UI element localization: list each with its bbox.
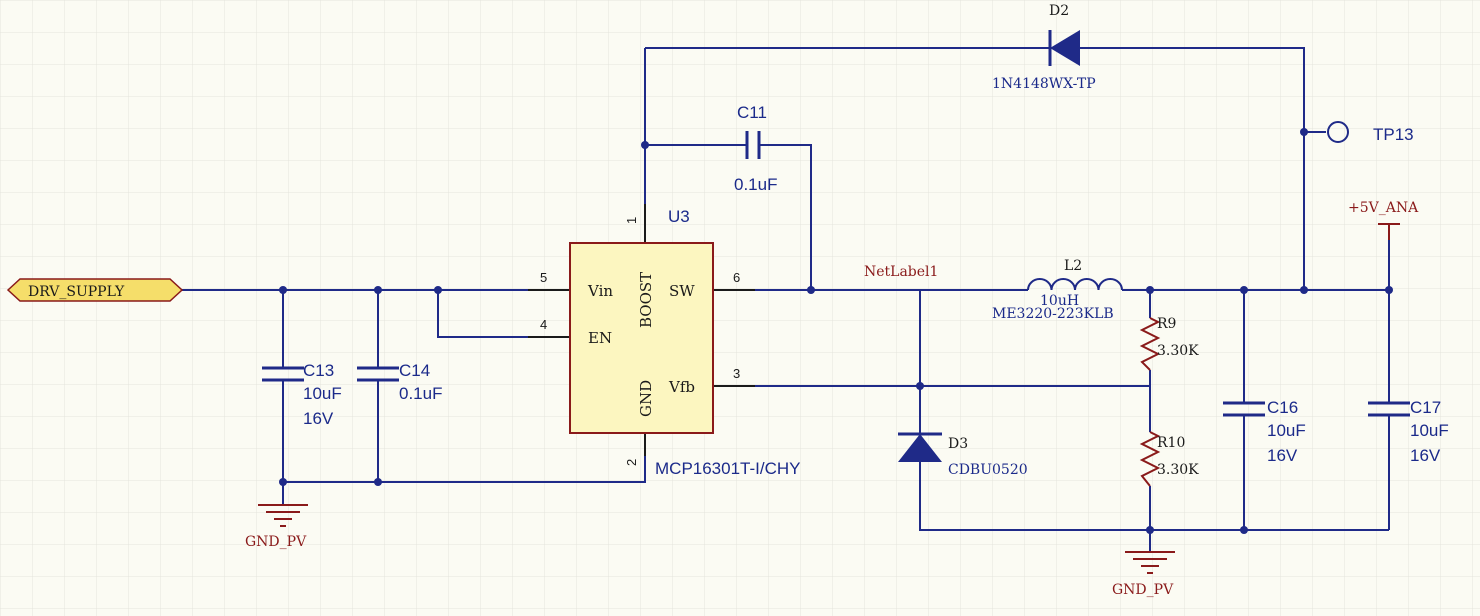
- c17-component[interactable]: C17 10uF 16V: [1368, 398, 1449, 465]
- gnd-right-label: GND_PV: [1112, 582, 1174, 598]
- c16-value: 10uF: [1267, 421, 1306, 440]
- c11-value: 0.1uF: [734, 175, 777, 194]
- u3-designator: U3: [668, 207, 690, 226]
- junction-dot: [1300, 128, 1308, 136]
- l2-designator: L2: [1064, 258, 1082, 274]
- u3-component[interactable]: Vin EN SW Vfb BOOST GND 5 4 6 3 1 2 U3 M…: [528, 204, 801, 478]
- drv-supply-label: DRV_SUPPLY: [28, 284, 125, 300]
- u3-part-number: MCP16301T-I/CHY: [655, 459, 801, 478]
- r10-designator: R10: [1157, 435, 1185, 451]
- d3-component[interactable]: D3 CDBU0520: [898, 432, 1028, 478]
- c13-value: 10uF: [303, 384, 342, 403]
- r9-designator: R9: [1157, 316, 1176, 332]
- junction-dot: [916, 382, 924, 390]
- junction-dot: [1240, 526, 1248, 534]
- u3-pin-vfb-label: Vfb: [668, 378, 695, 396]
- tp13-designator: TP13: [1373, 125, 1414, 144]
- u3-pin-1-number: 1: [624, 217, 639, 224]
- gnd-right-port[interactable]: GND_PV: [1112, 551, 1175, 598]
- u3-pin-gnd-label: GND: [637, 380, 655, 417]
- u3-pin-3-number: 3: [733, 366, 740, 381]
- r10-value: 3.30K: [1157, 462, 1199, 478]
- wire-gnd-left: [283, 456, 646, 483]
- c14-designator: C14: [399, 361, 430, 380]
- c16-component[interactable]: C16 10uF 16V: [1223, 398, 1306, 465]
- l2-part-number: ME3220-223KLB: [992, 306, 1114, 322]
- junction-dot: [807, 286, 815, 294]
- u3-pin-boost-label: BOOST: [637, 272, 655, 328]
- c14-component[interactable]: C14 0.1uF: [357, 361, 442, 403]
- l2-component[interactable]: L2 10uH ME3220-223KLB: [992, 258, 1123, 322]
- netlabel1-label: NetLabel1: [864, 264, 938, 280]
- wire-c11-right: [759, 144, 812, 290]
- c13-voltage: 16V: [303, 409, 334, 428]
- tp13-test-point[interactable]: TP13: [1327, 121, 1414, 144]
- junction-dot: [1300, 286, 1308, 294]
- c17-designator: C17: [1410, 398, 1441, 417]
- junction-dot: [1146, 526, 1154, 534]
- r9-value: 3.30K: [1157, 343, 1199, 359]
- junction-dot: [374, 286, 382, 294]
- c13-designator: C13: [303, 361, 334, 380]
- u3-pin-vin-label: Vin: [587, 282, 613, 300]
- junction-dot: [279, 478, 287, 486]
- gnd-left-label: GND_PV: [245, 534, 307, 550]
- c17-value: 10uF: [1410, 421, 1449, 440]
- c11-designator: C11: [737, 103, 767, 122]
- r10-component[interactable]: R10 3.30K: [1139, 431, 1199, 487]
- vout-label: +5V_ANA: [1348, 200, 1419, 216]
- wire-d3: [919, 290, 1389, 531]
- junction-dot: [1240, 286, 1248, 294]
- vout-power-port[interactable]: +5V_ANA: [1348, 200, 1419, 240]
- junction-dot: [434, 286, 442, 294]
- c11-component[interactable]: C11 0.1uF: [734, 103, 777, 194]
- c16-voltage: 16V: [1267, 446, 1298, 465]
- d2-component[interactable]: D2 1N4148WX-TP: [992, 3, 1096, 92]
- junction-dot: [1146, 286, 1154, 294]
- u3-pin-5-number: 5: [540, 270, 547, 285]
- c17-voltage: 16V: [1410, 446, 1441, 465]
- c16-designator: C16: [1267, 398, 1298, 417]
- drv-supply-port[interactable]: DRV_SUPPLY: [6, 278, 184, 302]
- junction-dot: [1385, 286, 1393, 294]
- junction-dot: [279, 286, 287, 294]
- u3-pin-en-label: EN: [588, 329, 612, 347]
- c13-component[interactable]: C13 10uF 16V: [262, 361, 342, 428]
- u3-pin-4-number: 4: [540, 317, 547, 332]
- d3-designator: D3: [948, 436, 968, 452]
- d3-value: CDBU0520: [948, 462, 1028, 478]
- junction-dot: [374, 478, 382, 486]
- junction-dot: [641, 141, 649, 149]
- wire-d2-right: [1080, 47, 1305, 290]
- gnd-left-port[interactable]: GND_PV: [245, 504, 308, 550]
- d2-designator: D2: [1049, 3, 1069, 19]
- wires: [182, 47, 1390, 552]
- u3-body: [569, 242, 714, 434]
- c14-value: 0.1uF: [399, 384, 442, 403]
- u3-pin-6-number: 6: [733, 270, 740, 285]
- l2-value: 10uH: [1040, 293, 1079, 309]
- wire-en: [437, 290, 528, 338]
- r9-component[interactable]: R9 3.30K: [1139, 316, 1199, 371]
- u3-pin-sw-label: SW: [669, 282, 695, 300]
- d2-value: 1N4148WX-TP: [992, 76, 1096, 92]
- junctions: [279, 128, 1393, 534]
- u3-pin-2-number: 2: [624, 459, 639, 466]
